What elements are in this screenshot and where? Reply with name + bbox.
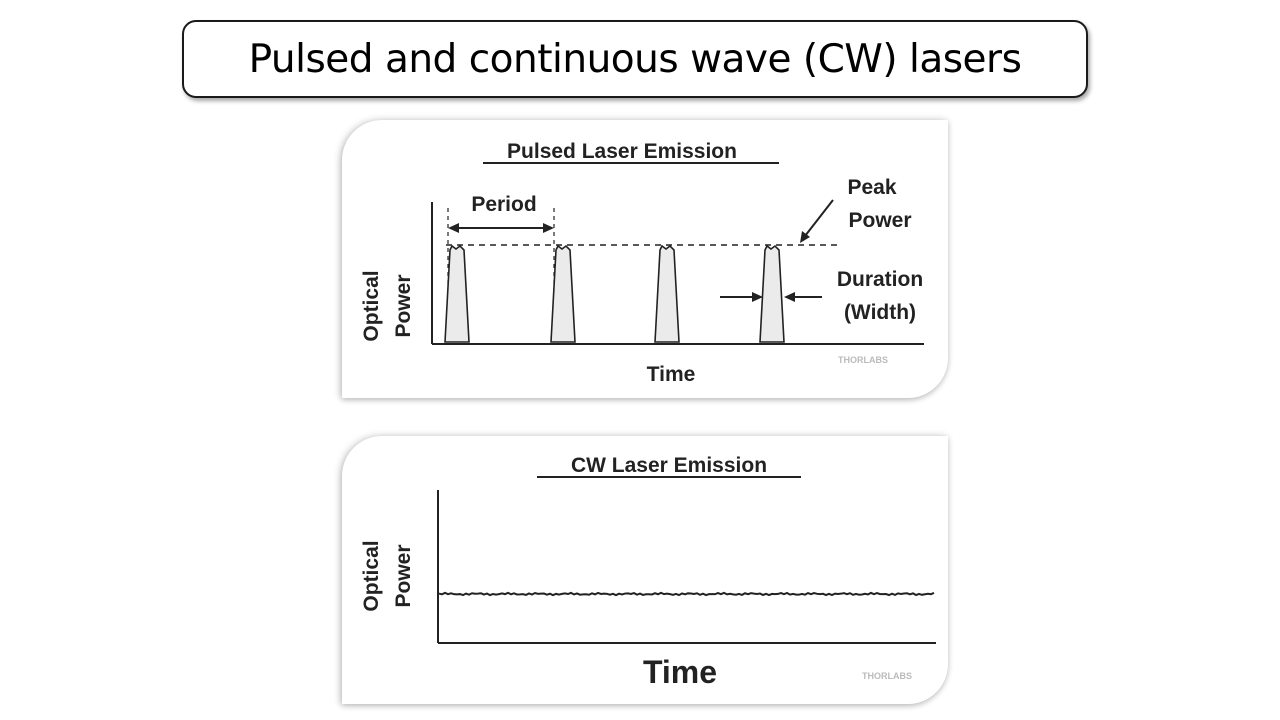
duration-label-line2: (Width) <box>844 301 916 324</box>
peak-power-label-line1: Peak <box>847 176 896 199</box>
pulse-2 <box>550 244 576 343</box>
slide-title-box: Pulsed and continuous wave (CW) lasers <box>182 20 1088 98</box>
pulsed-x-label: Time <box>647 363 696 386</box>
pulsed-y-label-optical: Optical <box>360 270 383 341</box>
cw-watermark: THORLABS <box>862 671 912 681</box>
pulsed-title: Pulsed Laser Emission <box>507 140 737 163</box>
peak-power-label-line2: Power <box>848 209 911 232</box>
cw-title: CW Laser Emission <box>571 454 767 477</box>
pulsed-emission-panel: Pulsed Laser Emission Optical Power Peri… <box>342 120 948 398</box>
pulsed-emission-diagram: Pulsed Laser Emission Optical Power Peri… <box>360 140 924 386</box>
pulsed-watermark: THORLABS <box>838 355 888 365</box>
cw-x-label: Time <box>643 654 717 690</box>
duration-arrow-left-head <box>752 292 763 302</box>
cw-emission-diagram: CW Laser Emission Optical Power Time THO… <box>360 454 936 690</box>
cw-power-line <box>438 591 935 597</box>
period-arrow-right-head <box>543 223 554 233</box>
duration-arrow-right-head <box>784 292 795 302</box>
pulse-3 <box>654 244 680 343</box>
pulse-1 <box>444 244 470 343</box>
slide-title: Pulsed and continuous wave (CW) lasers <box>248 36 1022 82</box>
pulse-4 <box>759 244 785 343</box>
cw-y-label-optical: Optical <box>360 540 383 611</box>
cw-y-label-power: Power <box>392 544 415 607</box>
period-label: Period <box>471 193 536 216</box>
peak-power-arrow-line <box>804 199 834 237</box>
duration-label-line1: Duration <box>837 268 923 291</box>
cw-emission-panel: CW Laser Emission Optical Power Time THO… <box>342 436 948 704</box>
period-arrow-left-head <box>448 223 459 233</box>
pulsed-y-label-power: Power <box>392 274 415 337</box>
peak-power-arrow-head <box>800 231 810 243</box>
